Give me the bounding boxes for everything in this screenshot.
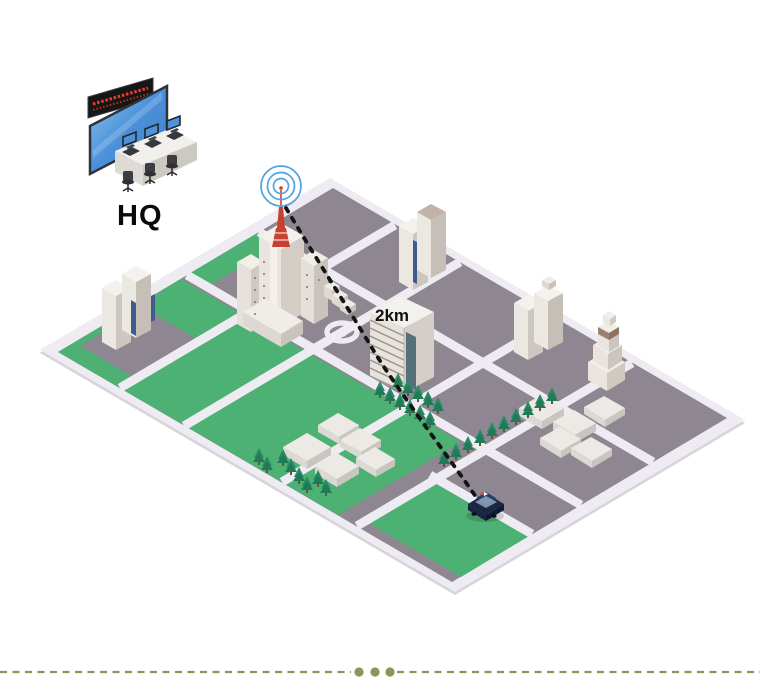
roundabout <box>324 320 360 344</box>
separator-dot <box>370 667 380 677</box>
road <box>354 359 635 530</box>
separator-dot <box>354 667 364 677</box>
signal-path <box>284 206 478 499</box>
twin-towers-right <box>514 276 563 360</box>
warehouse-group-left <box>283 413 395 487</box>
separator-dot <box>385 667 395 677</box>
radio-waves-icon <box>260 165 302 207</box>
park-strip-top <box>187 232 280 287</box>
stepped-building <box>588 311 625 391</box>
twin-towers-left <box>102 266 155 350</box>
building-antenna-hq <box>237 186 356 347</box>
park-bottom <box>365 479 532 577</box>
block-pad-left <box>80 308 200 379</box>
twin-towers-top <box>399 204 446 290</box>
distance-label: 2km <box>375 306 409 325</box>
hq-console-icon <box>87 77 197 193</box>
police-car-icon <box>466 492 504 522</box>
separator-dots <box>354 667 395 677</box>
floor-stripes <box>369 319 405 393</box>
building-2km <box>369 296 434 393</box>
hq-label: HQ <box>117 200 163 232</box>
window-dots <box>254 261 320 315</box>
